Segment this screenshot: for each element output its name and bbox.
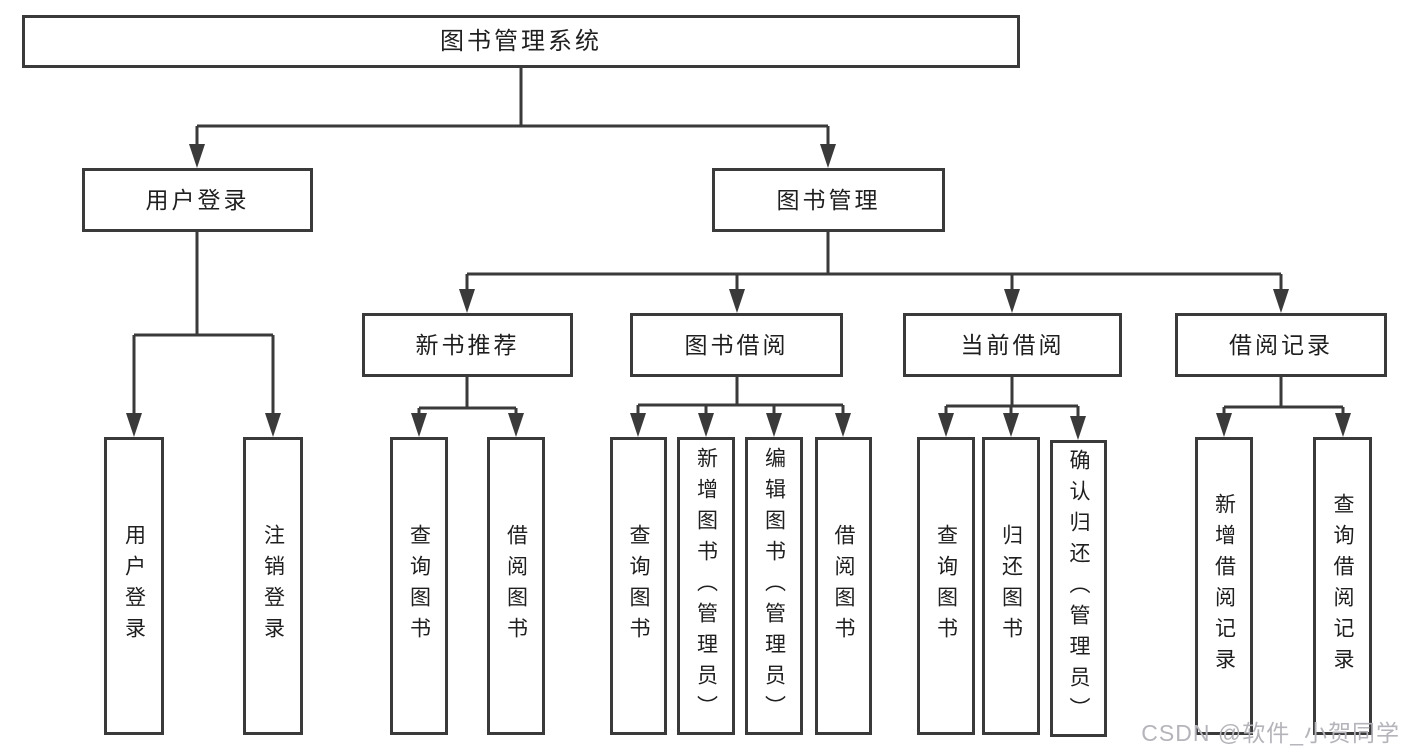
node-book-management: 图书管理 [712,168,945,232]
arrowhead [1003,413,1019,437]
arrowhead [698,413,714,437]
leaf-return-books: 归还图书 [982,437,1040,735]
leaf-edit-books-admin: 编辑图书（管理员） [745,437,803,735]
connector-current-borrow-children [938,377,1086,440]
arrowhead [411,413,427,437]
connector-book-borrow-children [630,377,851,437]
leaf-query-borrow-record: 查询借阅记录 [1313,437,1372,735]
arrowhead [820,144,836,168]
connector-root-to-level2 [189,68,836,168]
node-new-book-recommend: 新书推荐 [362,313,573,377]
arrowhead [729,289,745,313]
node-library-system: 图书管理系统 [22,15,1020,68]
arrowhead [1004,289,1020,313]
arrowhead [1070,416,1086,440]
arrowhead [766,413,782,437]
leaf-confirm-return-admin: 确认归还（管理员） [1050,440,1107,737]
arrowhead [508,413,524,437]
leaf-query-books-borrowing: 查询图书 [610,437,667,735]
leaf-user-login: 用户登录 [104,437,164,735]
leaf-query-books-current: 查询图书 [917,437,975,735]
arrowhead [1273,289,1289,313]
node-borrowing-records: 借阅记录 [1175,313,1387,377]
arrowhead [265,413,281,437]
arrowhead [459,289,475,313]
arrowhead [189,144,205,168]
node-user-login: 用户登录 [82,168,313,232]
csdn-watermark: CSDN @软件_小贺同学 [1141,720,1400,746]
connector-book-mgmt-children [459,232,1289,313]
leaf-borrow-books-borrowing: 借阅图书 [815,437,872,735]
node-book-borrowing: 图书借阅 [630,313,843,377]
arrowhead [938,413,954,437]
leaf-borrow-books-recommend: 借阅图书 [487,437,545,735]
arrowhead [126,413,142,437]
connector-new-book-rec-children [411,377,524,437]
node-current-borrowing: 当前借阅 [903,313,1122,377]
leaf-add-borrow-record: 新增借阅记录 [1195,437,1253,735]
connector-user-login-children [126,232,281,437]
leaf-query-books-recommend: 查询图书 [390,437,448,735]
arrowhead [630,413,646,437]
arrowhead [835,413,851,437]
arrowhead [1216,413,1232,437]
connector-borrow-records-children [1216,377,1351,437]
leaf-add-books-admin: 新增图书（管理员） [677,437,735,735]
leaf-logout-login: 注销登录 [243,437,303,735]
arrowhead [1335,413,1351,437]
